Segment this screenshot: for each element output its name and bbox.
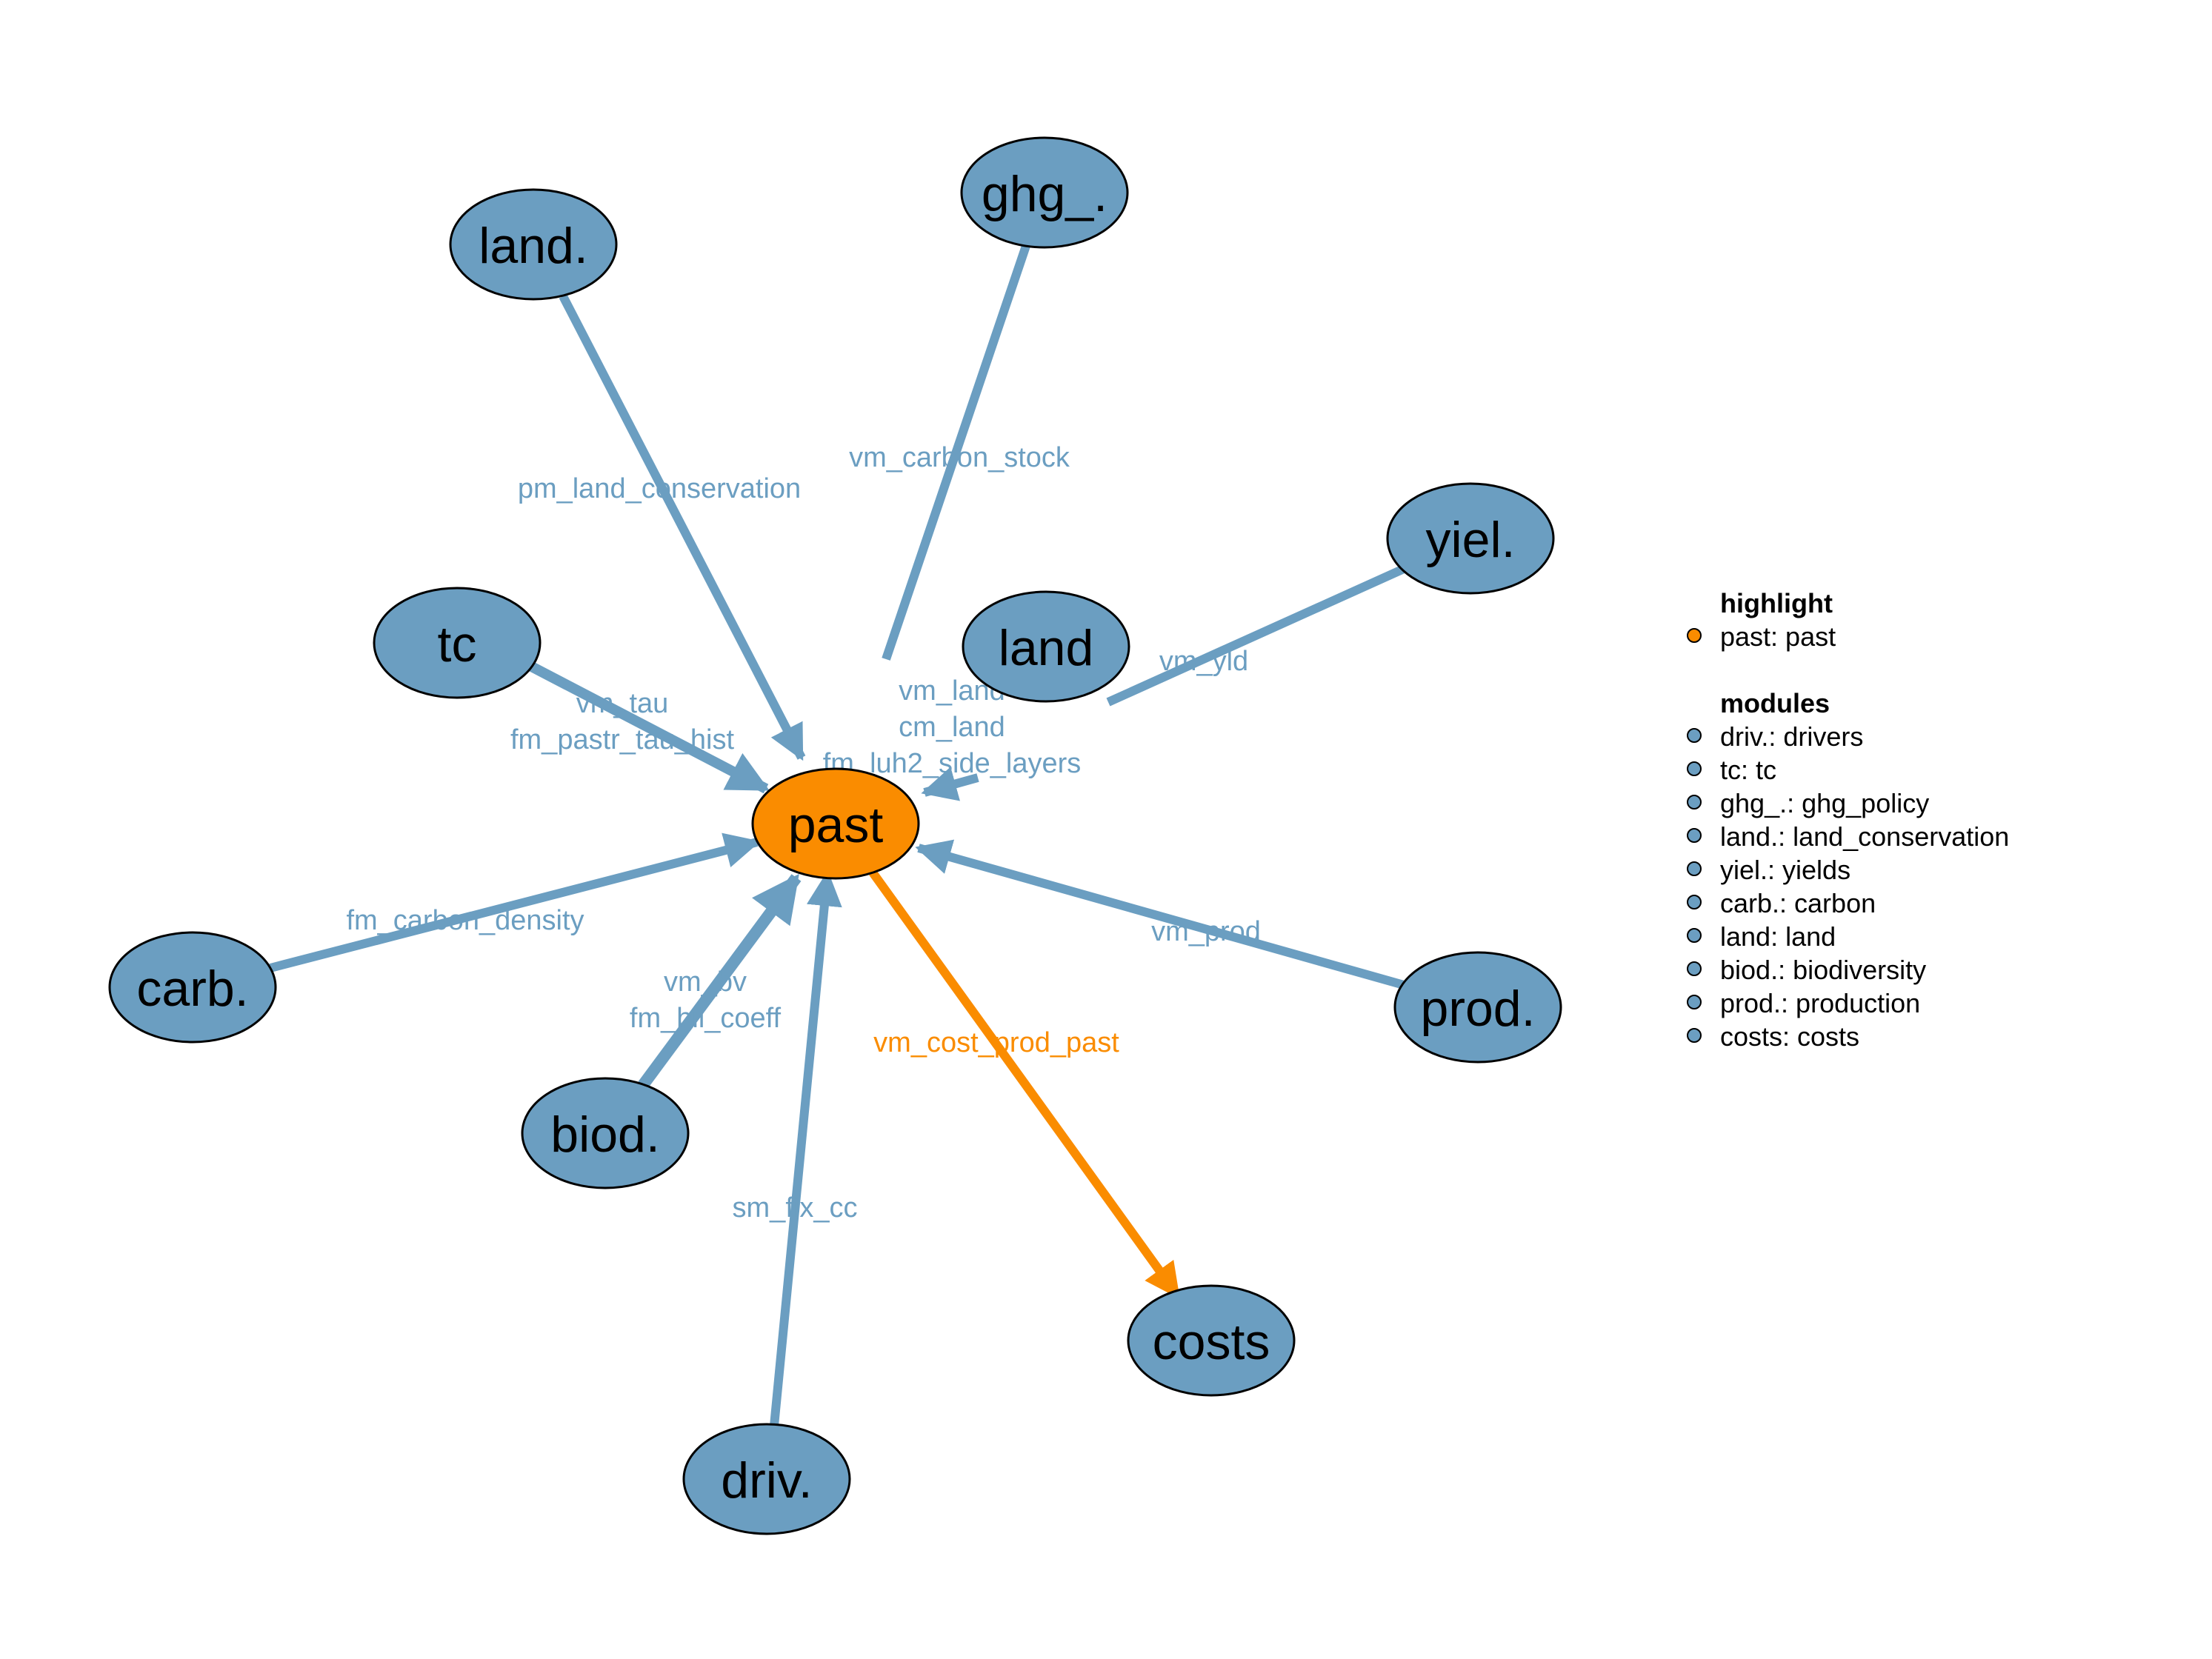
edge-biodiversity-to-past	[638, 873, 802, 1089]
edge-label-vm-carbon-stock: vm_carbon_stock	[849, 442, 1070, 473]
legend-dot-module	[1687, 861, 1702, 876]
legend-dot-module	[1687, 728, 1702, 743]
edge-label-fm-bii-coeff: fm_bii_coeff	[630, 1003, 782, 1034]
node-carbon-label: carb.	[136, 961, 248, 1017]
legend-module-item: carb.: carbon	[1687, 888, 1876, 918]
node-ghg-policy-label: ghg_.	[982, 166, 1107, 222]
node-costs[interactable]: costs	[1127, 1284, 1296, 1397]
legend-module-item: biod.: biodiversity	[1687, 955, 1926, 985]
legend-module-label: land: land	[1720, 921, 1836, 952]
edge-land-to-past	[921, 767, 979, 801]
edge-label-cm-land: cm_land	[899, 712, 1005, 743]
edge-label-vm-tau: vm_tau	[576, 688, 669, 719]
edge-label-sm-fix-cc: sm_fix_cc	[733, 1192, 858, 1224]
edge-carbon-to-past	[269, 832, 761, 972]
node-tc[interactable]: tc	[373, 587, 542, 699]
edge-labels-layer: pm_land_conservation vm_carbon_stock vm_…	[346, 442, 1260, 1224]
legend-dot-module	[1687, 795, 1702, 810]
edge-label-vm-cost-prod-past: vm_cost_prod_past	[873, 1027, 1119, 1058]
legend-highlight-item: past: past	[1687, 621, 1836, 652]
node-past-label: past	[788, 797, 884, 853]
node-yields-label: yiel.	[1426, 512, 1516, 568]
node-yields[interactable]: yiel.	[1386, 482, 1555, 595]
edge-label-pm-land-conservation: pm_land_conservation	[518, 473, 801, 504]
legend-module-item: land: land	[1687, 921, 1836, 952]
edge-label-vm-prod: vm_prod	[1151, 916, 1261, 947]
edge-label-fm-carbon-density: fm_carbon_density	[346, 905, 584, 936]
legend-module-item: land.: land_conservation	[1687, 821, 2009, 852]
node-production-label: prod.	[1421, 981, 1536, 1037]
legend-dot-highlight	[1687, 628, 1702, 643]
edge-drivers-to-past	[770, 870, 842, 1426]
legend-module-item: ghg_.: ghg_policy	[1687, 788, 1929, 818]
legend: highlight past: past modules driv.: driv…	[1687, 588, 2009, 1052]
legend-dot-module	[1687, 761, 1702, 776]
edge-label-fm-pastr-tau-hist: fm_pastr_tau_hist	[510, 724, 734, 755]
node-carbon[interactable]: carb.	[108, 931, 277, 1044]
node-past[interactable]: past	[751, 767, 920, 880]
legend-highlight-label: past: past	[1720, 621, 1836, 652]
legend-module-label: yiel.: yields	[1720, 855, 1850, 885]
legend-dot-module	[1687, 928, 1702, 943]
legend-module-label: tc: tc	[1720, 755, 1776, 785]
legend-module-label: costs: costs	[1720, 1021, 1859, 1052]
legend-highlight-title: highlight	[1720, 588, 1833, 618]
legend-module-item: costs: costs	[1687, 1021, 1859, 1052]
edge-past-to-costs	[869, 869, 1182, 1299]
edge-ghg-policy-to-past	[882, 244, 1030, 661]
legend-module-item: driv.: drivers	[1687, 721, 1863, 752]
legend-module-label: driv.: drivers	[1720, 721, 1863, 752]
node-tc-label: tc	[438, 616, 477, 672]
legend-module-item: prod.: production	[1687, 988, 1920, 1018]
edge-tc-to-past	[522, 658, 770, 794]
node-ghg-policy[interactable]: ghg_.	[960, 136, 1129, 249]
legend-module-label: ghg_.: ghg_policy	[1720, 788, 1929, 818]
legend-module-label: prod.: production	[1720, 988, 1920, 1018]
legend-module-item: tc: tc	[1687, 755, 1776, 785]
node-land-conservation-label: land.	[479, 218, 587, 274]
node-land-label: land	[999, 620, 1094, 676]
edges-layer	[269, 244, 1406, 1426]
legend-dot-module	[1687, 1028, 1702, 1043]
node-drivers[interactable]: driv.	[682, 1423, 851, 1535]
edge-label-vm-bv: vm_bv	[664, 967, 747, 998]
legend-dot-module	[1687, 995, 1702, 1009]
node-land-conservation[interactable]: land.	[449, 188, 618, 301]
node-production[interactable]: prod.	[1393, 951, 1562, 1064]
legend-module-label: carb.: carbon	[1720, 888, 1876, 918]
node-drivers-label: driv.	[721, 1452, 812, 1509]
legend-dot-module	[1687, 961, 1702, 976]
edge-land-conservation-to-past	[559, 294, 806, 761]
node-biodiversity[interactable]: biod.	[521, 1077, 690, 1189]
legend-dot-module	[1687, 828, 1702, 843]
legend-dot-module	[1687, 895, 1702, 909]
legend-modules-title: modules	[1720, 688, 1830, 718]
node-costs-label: costs	[1153, 1314, 1270, 1370]
edge-yields-to-past	[1106, 564, 1406, 707]
node-land[interactable]: land	[962, 590, 1130, 703]
node-biodiversity-label: biod.	[550, 1106, 659, 1163]
edge-label-vm-yld: vm_yld	[1159, 646, 1248, 677]
nodes-layer: land. ghg_. yiel. tc land past carb. bi	[108, 136, 1562, 1535]
legend-module-label: land.: land_conservation	[1720, 821, 2009, 852]
legend-module-label: biod.: biodiversity	[1720, 955, 1926, 985]
edge-production-to-past	[915, 839, 1405, 989]
legend-module-item: yiel.: yields	[1687, 855, 1850, 885]
